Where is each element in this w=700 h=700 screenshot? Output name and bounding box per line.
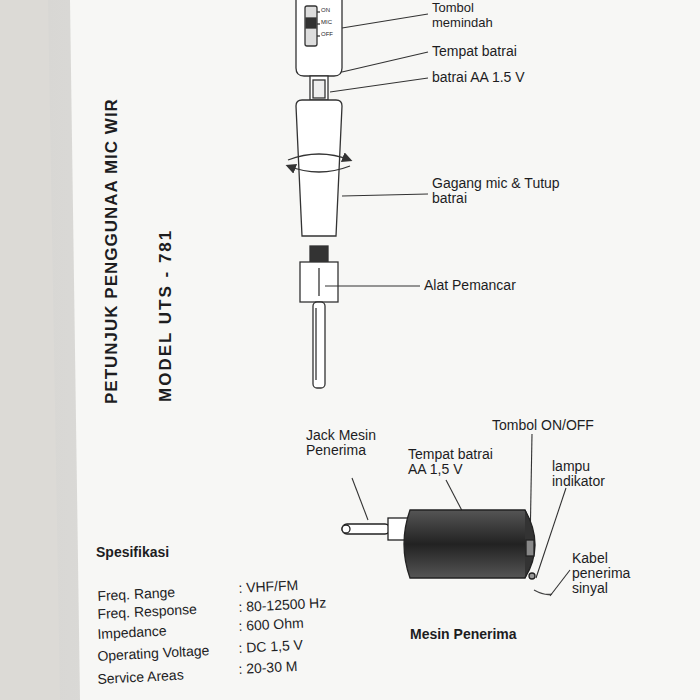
- spec-value: : VHF/FM: [238, 578, 299, 596]
- paper-face: [70, 0, 700, 700]
- part-label: Kabel penerima sinyal: [572, 551, 662, 596]
- part-label: Jack Mesin Penerima: [306, 428, 406, 458]
- caption: Mesin Penerima: [410, 627, 517, 642]
- leader-lines: [325, 14, 570, 596]
- spec-value: : 20-30 M: [238, 659, 298, 677]
- switch-mark: ON: [321, 7, 330, 14]
- switch-mark: OFF: [321, 31, 333, 38]
- part-label: batrai AA 1.5 V: [432, 70, 525, 85]
- part-label: Alat Pemancar: [424, 278, 516, 293]
- part-label: Tombol memindah: [432, 0, 522, 30]
- paper-sheet: [48, 0, 700, 700]
- title-vertical: PETUNJUK PENGGUNAA MIC WIR: [104, 98, 119, 404]
- part-label: Tombol ON/OFF: [492, 418, 594, 433]
- mic-drawing: [288, 0, 350, 388]
- part-label: Tempat batrai: [432, 44, 517, 59]
- receiver-drawing: [342, 510, 552, 595]
- spec-heading: Spesifikasi: [96, 545, 169, 560]
- switch-mark: MIC: [321, 19, 332, 26]
- model-vertical: MODEL UTS - 781: [158, 229, 173, 402]
- part-label: lampu indikator: [552, 459, 632, 489]
- part-label: Gagang mic & Tutup batrai: [432, 176, 562, 206]
- part-label: Tempat batrai AA 1,5 V: [408, 447, 513, 477]
